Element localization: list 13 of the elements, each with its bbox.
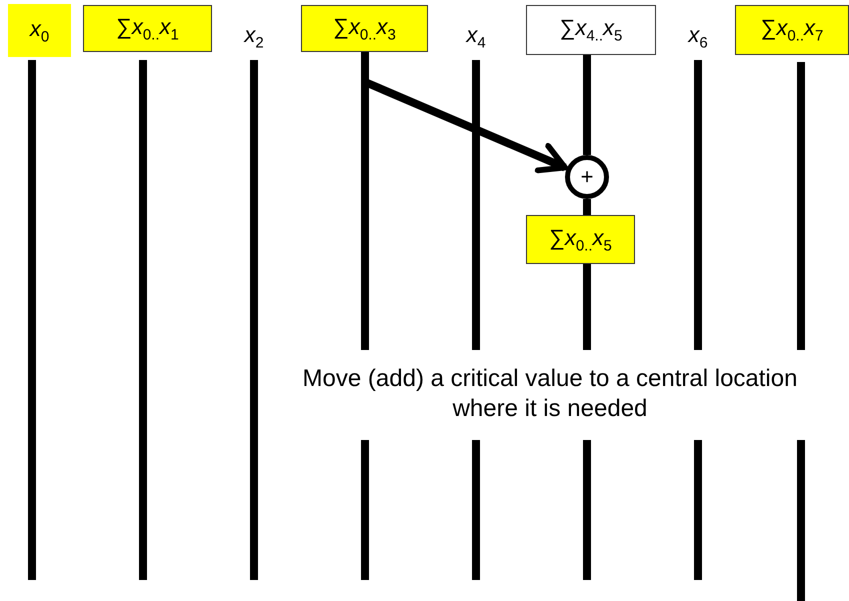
value-label: x$_{6}$	[678, 20, 718, 54]
connector-line	[583, 199, 591, 215]
value-box: ∑x$_{0..}$x$_{1}$	[83, 5, 212, 52]
value-box: x$_{0}$	[8, 4, 71, 57]
adder-circle: +	[565, 155, 609, 199]
value-label: x$_{2}$	[234, 20, 274, 54]
value-box: ∑x$_{4..}$x$_{5}$	[526, 5, 656, 55]
value-box: ∑x$_{0..}$x$_{7}$	[735, 5, 849, 55]
value-box: ∑x$_{0..}$x$_{3}$	[301, 5, 428, 52]
value-box: ∑x$_{0..}$x$_{5}$	[526, 215, 635, 264]
note-text: Move (add) a critical value to a central location where it is needed	[302, 364, 798, 424]
value-label: x$_{4}$	[456, 20, 496, 54]
connector-line	[583, 55, 591, 155]
